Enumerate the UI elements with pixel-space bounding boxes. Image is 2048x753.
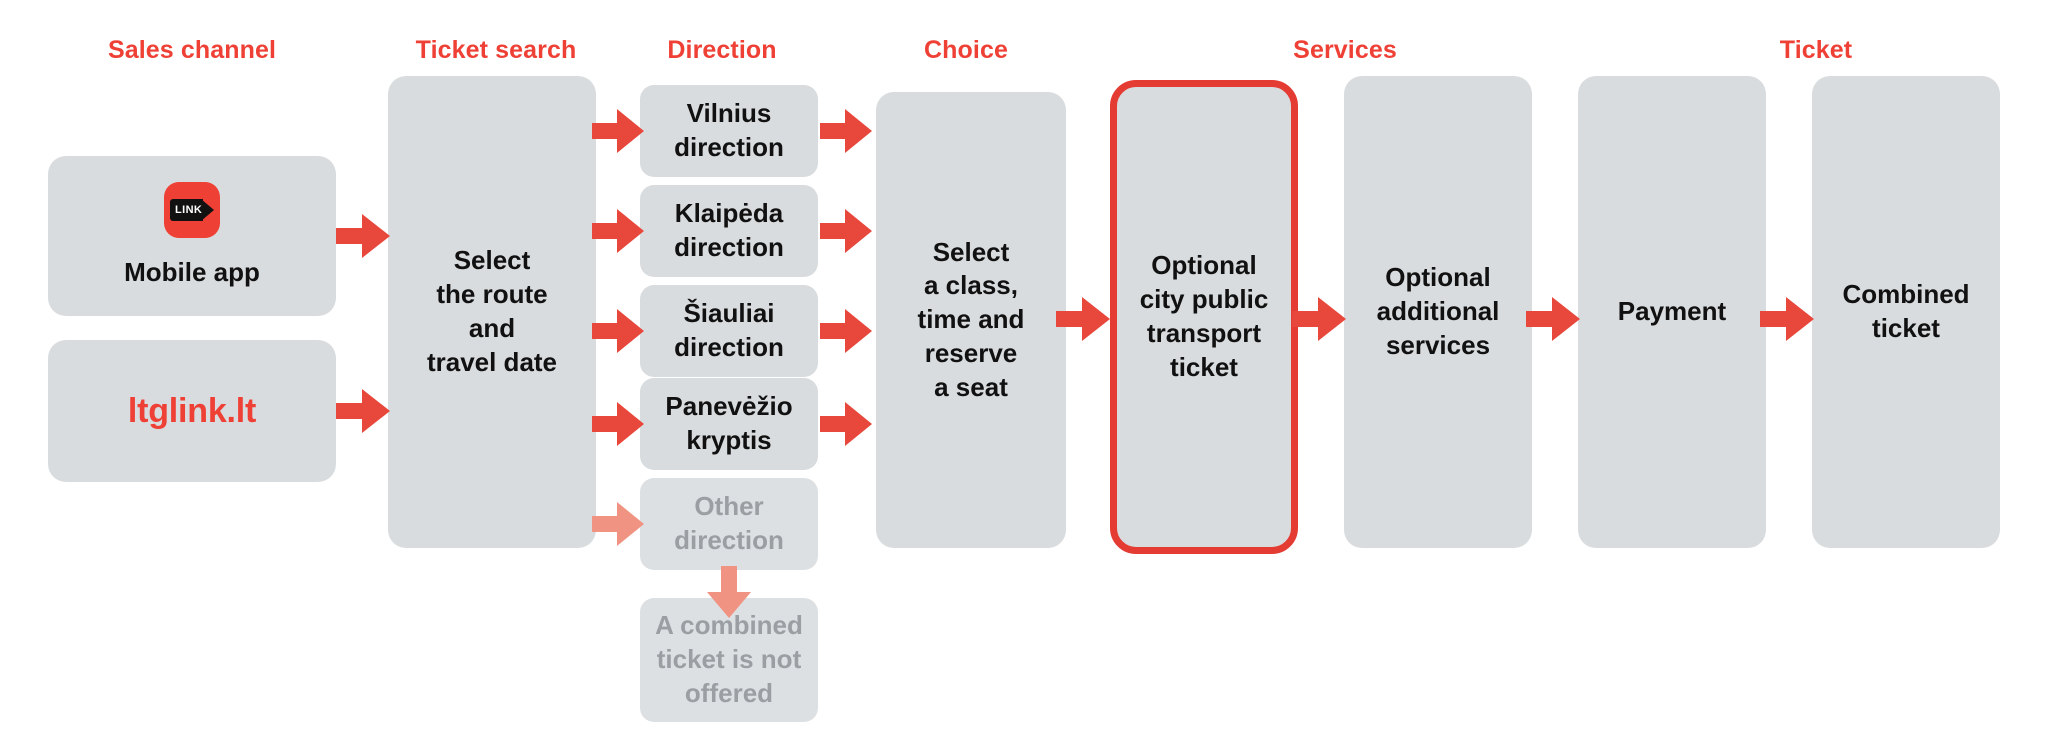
arrow-vilnius-to-choice [820,105,874,157]
arrow-mobile-app-to-ticket-search [336,209,392,263]
arrow-ticket-search-to-klaipeda [592,205,646,257]
node-combined-ticket-label: Combined ticket [1842,279,1970,343]
arrow-ticket-search-to-vilnius [592,105,646,157]
node-direction-other-label: Other direction [674,491,784,555]
node-select-route[interactable]: Select the route and travel date [388,76,596,548]
node-direction-panevezio[interactable]: Panevėžio kryptis [640,378,818,470]
column-header-direction: Direction [667,36,777,64]
link-app-logo-icon: LINK [164,182,220,239]
column-header-sales-channel: Sales channel [107,36,277,64]
node-select-route-label: Select the route and travel date [426,245,558,377]
node-city-public-transport-ticket[interactable]: Optional city public transport ticket [1110,80,1298,554]
node-combined-ticket-not-offered-label: A combined ticket is not offered [655,610,803,708]
arrow-choice-to-city-transport [1056,292,1112,346]
node-select-class-label: Select a class, time and reserve a seat [917,236,1025,402]
node-direction-other[interactable]: Other direction [640,478,818,570]
arrow-city-transport-to-additional-services [1292,292,1348,346]
node-direction-vilnius[interactable]: Vilnius direction [640,85,818,177]
node-optional-additional-services[interactable]: Optional additional services [1344,76,1532,548]
node-direction-vilnius-label: Vilnius direction [674,98,784,162]
column-header-ticket: Ticket [1779,36,1853,64]
node-select-class[interactable]: Select a class, time and reserve a seat [876,92,1066,548]
arrow-ticket-search-to-panevezio [592,398,646,450]
node-direction-panevezio-label: Panevėžio kryptis [665,391,793,455]
node-direction-klaipeda-label: Klaipėda direction [674,198,784,262]
node-combined-ticket-not-offered: A combined ticket is not offered [640,598,818,722]
node-optional-additional-services-label: Optional additional services [1376,262,1500,360]
arrow-siauliai-to-choice [820,305,874,357]
arrow-payment-to-combined-ticket [1760,292,1816,346]
node-direction-siauliai[interactable]: Šiauliai direction [640,285,818,377]
link-logo-text: LINK [175,203,203,216]
arrow-panevezio-to-choice [820,398,874,450]
arrow-ticket-search-to-siauliai [592,305,646,357]
column-header-services: Services [1293,36,1397,64]
pennant-body-shape [170,199,203,222]
node-payment[interactable]: Payment [1578,76,1766,548]
node-direction-klaipeda[interactable]: Klaipėda direction [640,185,818,277]
node-website[interactable]: ltglink.lt [48,340,336,482]
node-combined-ticket[interactable]: Combined ticket [1812,76,2000,548]
arrow-other-direction-to-not-offered [703,566,755,620]
node-mobile-app-label: Mobile app [124,257,260,288]
arrow-additional-services-to-payment [1526,292,1582,346]
node-payment-label: Payment [1617,296,1727,327]
column-header-choice: Choice [924,36,1008,64]
arrow-ticket-search-to-other-direction [592,498,646,550]
column-header-ticket-search: Ticket search [415,36,577,64]
node-website-label: ltglink.lt [127,391,257,430]
arrow-klaipeda-to-choice [820,205,874,257]
node-city-public-transport-ticket-label: Optional city public transport ticket [1139,250,1269,382]
pennant-tip-shape [201,199,214,222]
node-direction-siauliai-label: Šiauliai direction [674,298,784,362]
arrow-website-to-ticket-search [336,384,392,438]
node-mobile-app[interactable]: LINK Mobile app [48,156,336,316]
